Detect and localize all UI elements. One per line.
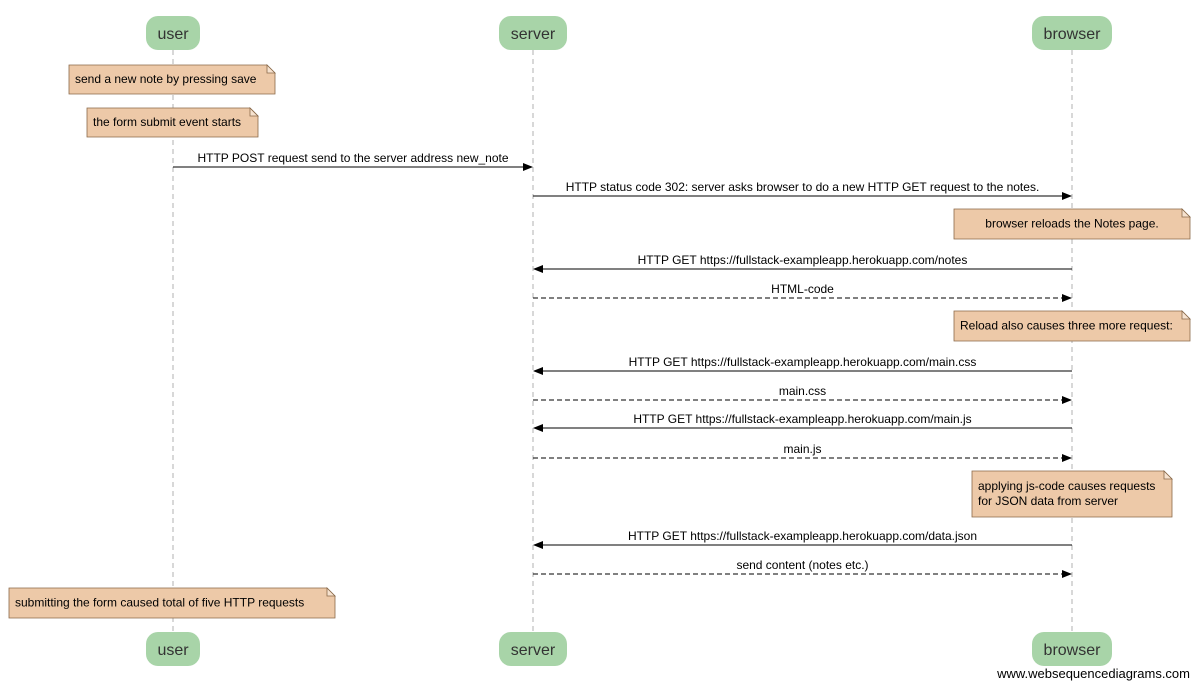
message-302: HTTP status code 302: server asks browse… xyxy=(533,180,1072,200)
message-css: main.css xyxy=(533,384,1072,404)
message-post: HTTP POST request send to the server add… xyxy=(173,151,533,171)
note-text: the form submit event starts xyxy=(93,115,241,129)
note-fold xyxy=(326,587,336,597)
note-three: Reload also causes three more request: xyxy=(953,310,1191,342)
participant-box xyxy=(146,16,200,50)
participant-label: user xyxy=(157,642,189,659)
participant-box xyxy=(499,16,567,50)
message-label: HTTP GET https://fullstack-exampleapp.he… xyxy=(633,412,971,426)
note-text: submitting the form caused total of five… xyxy=(15,596,304,610)
participant-browser-head: browser xyxy=(1032,16,1112,50)
note-text: browser reloads the Notes page. xyxy=(985,217,1158,231)
participant-label: browser xyxy=(1044,642,1102,659)
note-total: submitting the form caused total of five… xyxy=(8,587,336,619)
watermark-text: www.websequencediagrams.com xyxy=(996,666,1190,681)
participant-box xyxy=(499,632,567,666)
notes: send a new note by pressing save the form… xyxy=(8,64,1191,619)
participant-label: server xyxy=(511,642,556,659)
message-label: main.css xyxy=(779,384,826,398)
note-reload: browser reloads the Notes page. xyxy=(953,208,1191,240)
note-box xyxy=(86,107,259,138)
message-get-css: HTTP GET https://fullstack-exampleapp.he… xyxy=(533,355,1072,375)
message-get-json: HTTP GET https://fullstack-exampleapp.he… xyxy=(533,529,1072,549)
participant-browser-foot: browser xyxy=(1032,632,1112,666)
participant-user-head: user xyxy=(146,16,200,50)
message-js: main.js xyxy=(533,442,1072,462)
participant-label: server xyxy=(511,26,556,43)
note-box xyxy=(953,310,1191,342)
participant-label: user xyxy=(157,26,189,43)
note-box xyxy=(953,208,1191,240)
message-label: send content (notes etc.) xyxy=(736,558,868,572)
note-fold xyxy=(266,64,276,74)
message-label: main.js xyxy=(783,442,821,456)
message-label: HTTP GET https://fullstack-exampleapp.he… xyxy=(638,253,968,267)
note-text: applying js-code causes requests xyxy=(978,479,1155,493)
message-label: HTTP GET https://fullstack-exampleapp.he… xyxy=(629,355,977,369)
participant-label: browser xyxy=(1044,26,1102,43)
message-label: HTTP POST request send to the server add… xyxy=(197,151,508,165)
messages: HTTP POST request send to the server add… xyxy=(173,151,1072,578)
note-submit: the form submit event starts xyxy=(86,107,259,138)
note-text: send a new note by pressing save xyxy=(75,72,257,86)
message-get-js: HTTP GET https://fullstack-exampleapp.he… xyxy=(533,412,1072,432)
participant-box xyxy=(146,632,200,666)
note-box xyxy=(971,470,1173,518)
note-save: send a new note by pressing save xyxy=(68,64,276,95)
participant-box xyxy=(1032,632,1112,666)
message-html: HTML-code xyxy=(533,282,1072,302)
note-fold xyxy=(1181,208,1191,218)
participant-user-foot: user xyxy=(146,632,200,666)
message-content: send content (notes etc.) xyxy=(533,558,1072,578)
message-label: HTTP status code 302: server asks browse… xyxy=(566,180,1040,194)
message-label: HTML-code xyxy=(771,282,834,296)
message-get-notes: HTTP GET https://fullstack-exampleapp.he… xyxy=(533,253,1072,273)
participant-server-foot: server xyxy=(499,632,567,666)
note-text: for JSON data from server xyxy=(978,494,1118,508)
note-box xyxy=(8,587,336,619)
participant-server-head: server xyxy=(499,16,567,50)
message-label: HTTP GET https://fullstack-exampleapp.he… xyxy=(628,529,977,543)
note-fold xyxy=(249,107,259,117)
note-text: Reload also causes three more request: xyxy=(960,319,1173,333)
note-box xyxy=(68,64,276,95)
note-fold xyxy=(1163,470,1173,480)
note-fold xyxy=(1181,310,1191,320)
participant-box xyxy=(1032,16,1112,50)
participants: user user server server browser browser xyxy=(146,16,1112,666)
